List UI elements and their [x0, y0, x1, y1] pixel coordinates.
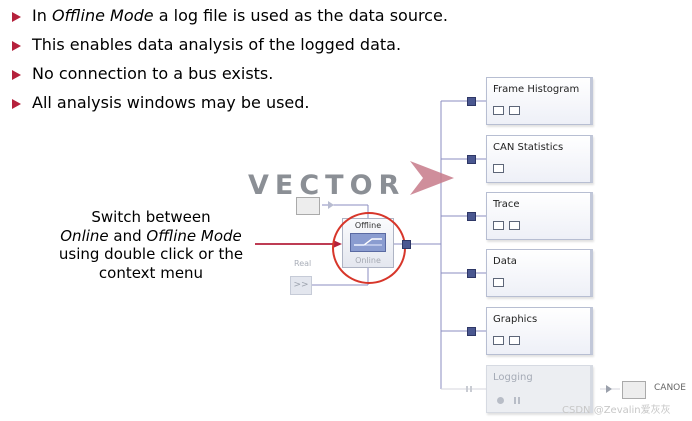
- window-icon: [493, 221, 504, 230]
- window-can-statistics[interactable]: CAN Statistics: [486, 135, 593, 183]
- list-icon: [509, 336, 520, 345]
- window-icon: [493, 278, 504, 287]
- list-icon: [509, 221, 520, 230]
- flow-arrow-icon: [328, 201, 334, 209]
- highlight-circle: [332, 212, 406, 284]
- table-icon: [493, 164, 504, 173]
- credit-watermark: CSDN @Zevalin爱灰灰: [562, 405, 671, 416]
- node-data: [467, 269, 476, 278]
- logging-connector-icon: [466, 386, 468, 392]
- canoe-folder-icon: [622, 381, 646, 399]
- bullet-list: In Offline Mode a log file is used as th…: [12, 4, 448, 120]
- canoe-label: CANOE: [654, 383, 686, 393]
- selector-output-node: [402, 240, 411, 249]
- node-graphics: [467, 327, 476, 336]
- window-graphics[interactable]: Graphics: [486, 307, 593, 355]
- window-logging[interactable]: Logging: [486, 365, 593, 413]
- bullet-triangle-icon: [12, 70, 21, 80]
- real-label: Real: [294, 259, 312, 268]
- graph-icon: [493, 336, 504, 345]
- real-bus-button[interactable]: >>: [290, 276, 312, 295]
- bullet-triangle-icon: [12, 41, 21, 51]
- log-file-folder-icon: [296, 197, 320, 215]
- vector-logo: VECTOR: [248, 170, 406, 201]
- canoe-arrow-icon: [606, 385, 612, 393]
- vector-chevron-icon: [410, 161, 454, 195]
- window-trace[interactable]: Trace: [486, 192, 593, 240]
- bullet-item: All analysis windows may be used.: [12, 91, 448, 120]
- logging-connector-icon: [470, 386, 472, 392]
- bullet-item: This enables data analysis of the logged…: [12, 33, 448, 62]
- node-frame-histogram: [467, 97, 476, 106]
- chart-icon: [493, 106, 504, 115]
- bullet-item: In Offline Mode a log file is used as th…: [12, 4, 448, 33]
- bullet-triangle-icon: [12, 12, 21, 22]
- list-icon: [509, 106, 520, 115]
- pause-icon: [514, 397, 520, 404]
- window-data[interactable]: Data: [486, 249, 593, 297]
- record-icon: [497, 397, 504, 404]
- switch-caption: Switch between Online and Offline Mode u…: [58, 208, 244, 282]
- node-can-statistics: [467, 155, 476, 164]
- window-frame-histogram[interactable]: Frame Histogram: [486, 77, 593, 125]
- bullet-triangle-icon: [12, 99, 21, 109]
- node-trace: [467, 212, 476, 221]
- bullet-item: No connection to a bus exists.: [12, 62, 448, 91]
